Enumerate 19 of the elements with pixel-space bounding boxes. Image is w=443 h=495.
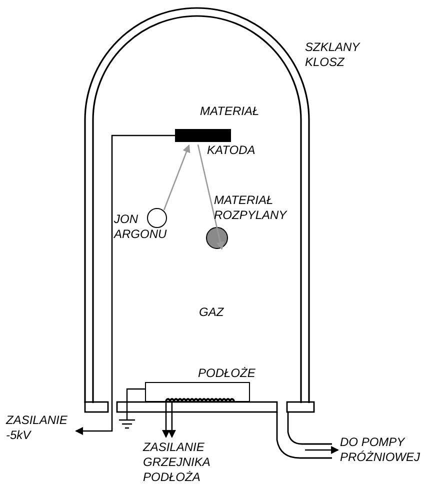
trajectory-arrow xyxy=(163,144,190,210)
cathode-label: KATODA xyxy=(207,143,256,158)
substrate-label: PODŁOŻE xyxy=(198,366,256,381)
substrate-block xyxy=(145,382,250,402)
wire-arrow xyxy=(168,402,176,438)
particle-label: MATERIAŁ ROZPYLANY xyxy=(214,193,288,223)
heater-supply-label: ZASILANIE GRZEJNIKA PODŁOŻA xyxy=(143,440,211,485)
wire-arrow xyxy=(162,402,170,438)
trajectory-arrow xyxy=(197,144,224,250)
pump-label: DO POMPY PRÓŻNIOWEJ xyxy=(340,435,421,465)
ion-circle xyxy=(147,208,167,228)
heater-coil xyxy=(166,396,232,402)
wire-arrow xyxy=(75,134,175,435)
bell-jar-label: SZKLANY KLOSZ xyxy=(305,40,362,70)
arrow xyxy=(305,446,339,454)
cathode-label: MATERIAŁ xyxy=(200,104,260,119)
gas-label: GAZ xyxy=(199,305,225,320)
supply-label: ZASILANIE -5kV xyxy=(6,413,68,443)
cathode-bar xyxy=(175,129,231,142)
